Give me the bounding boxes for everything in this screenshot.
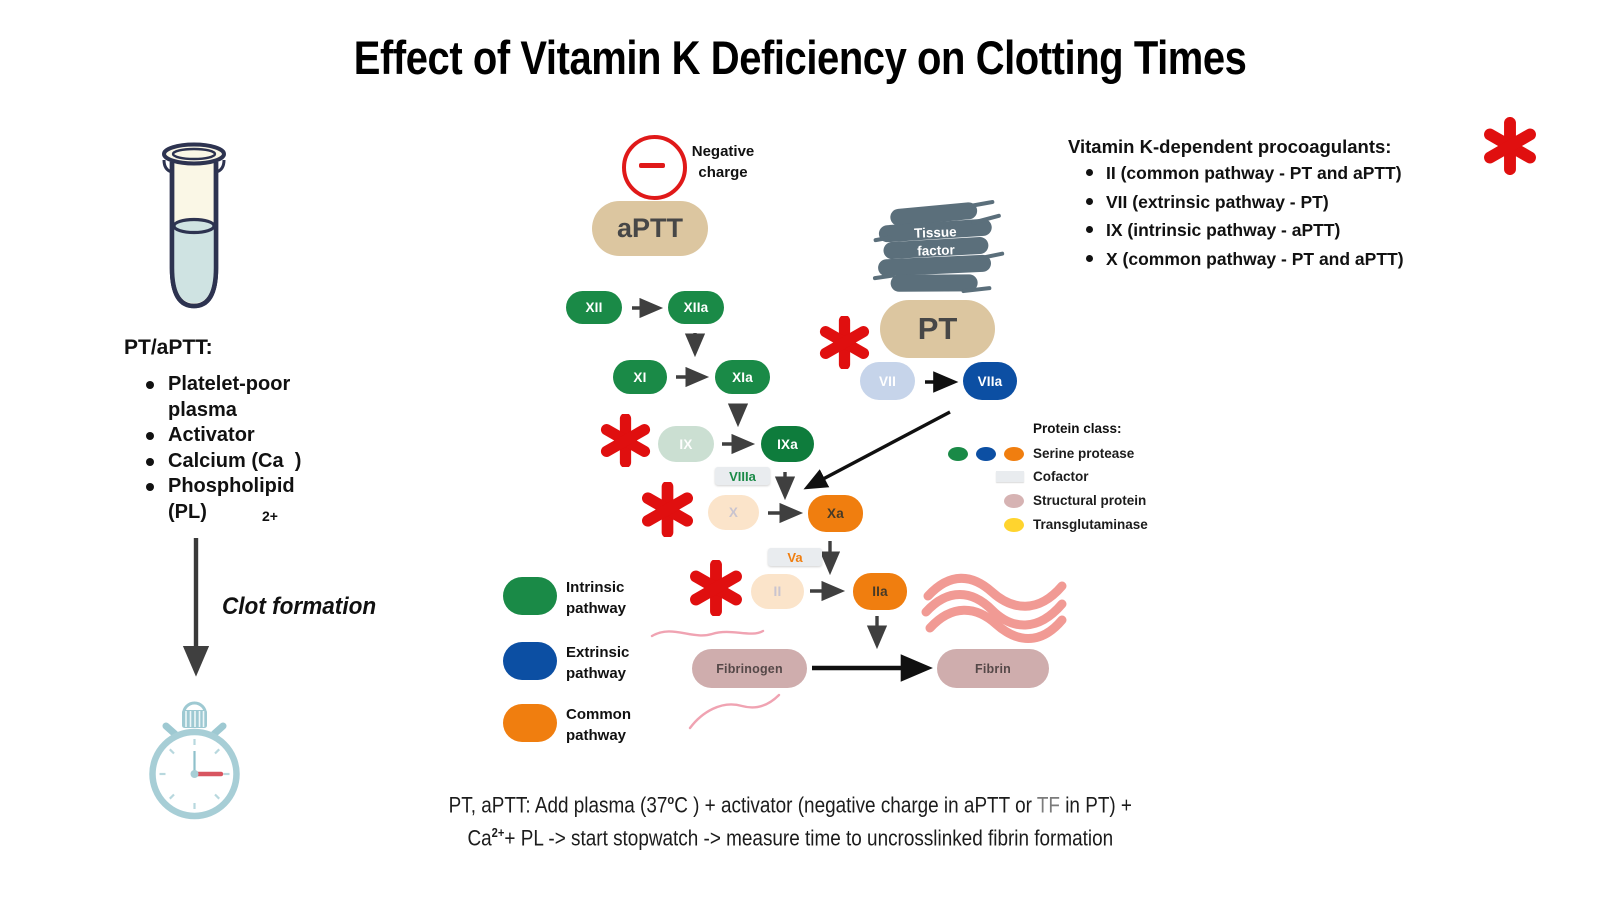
clot-formation-label: Clot formation <box>222 593 386 621</box>
footnote-segment: C ) + activator (negative charge in aPTT… <box>673 792 1037 818</box>
fibrinogen-node: Fibrinogen <box>692 649 807 688</box>
fibrinogen-strand-icon <box>650 629 781 730</box>
extrinsic-pathway-label: Extrinsic pathway <box>566 642 629 684</box>
footnote-segment: + PL -> start stopwatch -> measure time … <box>504 825 1113 851</box>
page-title: Effect of Vitamin K Deficiency on Clotti… <box>0 30 1600 85</box>
intrinsic-pathway-swatch <box>503 577 557 615</box>
minus-glyph <box>639 163 665 168</box>
fibrin-strands-icon <box>921 573 1067 643</box>
serine-protease-swatch-green <box>948 447 968 461</box>
aptt-pill: aPTT <box>592 201 708 256</box>
protein-class-heading: Protein class: <box>1033 421 1122 436</box>
factor-iia-node: IIa <box>853 573 907 610</box>
factor-xiia-node: XIIa <box>668 291 724 324</box>
procedure-footnote-text: PT, aPTT: Add plasma (37oC ) + activator… <box>448 786 1131 852</box>
test-tube-icon <box>162 142 226 309</box>
list-item: Calcium (Ca ) <box>138 449 318 475</box>
vitamin-k-asterisk-icon <box>600 414 651 467</box>
legend-line: pathway <box>566 727 627 744</box>
legend-line: pathway <box>566 665 627 682</box>
common-pathway-swatch <box>503 704 557 742</box>
factor-xia-node: XIa <box>715 360 770 394</box>
fibrin-node: Fibrin <box>937 649 1049 688</box>
negative-charge-line2: charge <box>698 164 748 181</box>
factor-vii-node: VII <box>860 362 915 400</box>
common-pathway-label: Common pathway <box>566 704 631 746</box>
cofactor-label: Cofactor <box>1033 469 1089 484</box>
negative-charge-icon <box>622 135 687 200</box>
intrinsic-pathway-label: Intrinsic pathway <box>566 577 626 619</box>
serine-protease-swatch-blue <box>976 447 996 461</box>
transglutaminase-swatch <box>1004 518 1024 532</box>
transglutaminase-label: Transglutaminase <box>1033 517 1148 532</box>
legend-line: pathway <box>566 600 627 617</box>
page-title-text: Effect of Vitamin K Deficiency on Clotti… <box>353 31 1247 84</box>
pt-aptt-heading: PT/aPTT: <box>124 336 213 359</box>
factor-ixa-node: IXa <box>761 426 814 462</box>
factor-xa-node: Xa <box>808 495 863 532</box>
structural-protein-label: Structural protein <box>1033 493 1147 508</box>
stopwatch-icon <box>149 701 240 820</box>
scribble-icon <box>872 200 1005 294</box>
legend-line: Common <box>566 706 631 723</box>
vitamin-k-asterisk-icon <box>690 560 742 616</box>
footnote-tf-segment: TF <box>1036 792 1060 818</box>
procedure-footnote: PT, aPTT: Add plasma (37oC ) + activator… <box>320 786 1260 852</box>
negative-charge-label: Negative charge <box>683 141 763 183</box>
vitamin-k-asterisk-icon <box>819 316 870 369</box>
factor-viia-node: VIIa <box>963 362 1017 400</box>
clot-formation-text: Clot formation <box>222 593 377 620</box>
arrow-viia-diagonal <box>803 410 951 490</box>
negative-charge-line1: Negative <box>691 143 755 160</box>
footnote-superscript: 2+ <box>491 824 505 840</box>
calcium-superscript: 2+ <box>262 508 278 524</box>
legend-line: Extrinsic <box>566 644 630 661</box>
factor-viiia-badge: VIIIa <box>715 467 770 485</box>
vitamin-k-heading: Vitamin K-dependent procoagulants: <box>1068 136 1392 157</box>
factor-xii-node: XII <box>566 291 622 324</box>
vitamin-k-asterisk-icon <box>1484 117 1536 175</box>
factor-ii-node: II <box>751 574 804 609</box>
legend-line: Intrinsic <box>566 579 625 596</box>
serine-protease-label: Serine protease <box>1033 446 1135 461</box>
footnote-superscript: o <box>667 792 674 807</box>
pt-aptt-ingredient-list: Platelet-poor plasma Activator Calcium (… <box>138 372 313 525</box>
tissue-factor-label: Tissue factor <box>865 222 1006 263</box>
list-item: Phospholipid (PL) <box>138 474 318 525</box>
structural-protein-swatch <box>1004 494 1024 508</box>
pt-pill: PT <box>880 300 995 358</box>
serine-protease-swatch-orange <box>1004 447 1024 461</box>
list-item: Activator <box>138 423 318 449</box>
factor-xi-node: XI <box>613 360 667 394</box>
cofactor-swatch <box>996 471 1024 482</box>
vitamin-k-asterisk-icon <box>641 482 694 537</box>
list-item: IX (intrinsic pathway - aPTT) <box>1082 221 1404 239</box>
tissue-factor-blob: Tissue factor <box>864 200 1007 301</box>
list-item: II (common pathway - PT and aPTT) <box>1082 164 1404 182</box>
footnote-segment: Ca <box>467 825 492 851</box>
vitamin-k-list: II (common pathway - PT and aPTT) VII (e… <box>1082 164 1404 278</box>
list-item: X (common pathway - PT and aPTT) <box>1082 250 1404 268</box>
factor-ix-node: IX <box>658 426 714 462</box>
footnote-segment: PT, aPTT: Add plasma (37 <box>448 792 668 818</box>
factor-va-badge: Va <box>768 548 822 566</box>
factor-x-node: X <box>708 495 759 530</box>
extrinsic-pathway-swatch <box>503 642 557 680</box>
list-item: Platelet-poor plasma <box>138 372 318 423</box>
footnote-segment: in PT) + <box>1059 792 1132 818</box>
list-item: VII (extrinsic pathway - PT) <box>1082 193 1404 211</box>
